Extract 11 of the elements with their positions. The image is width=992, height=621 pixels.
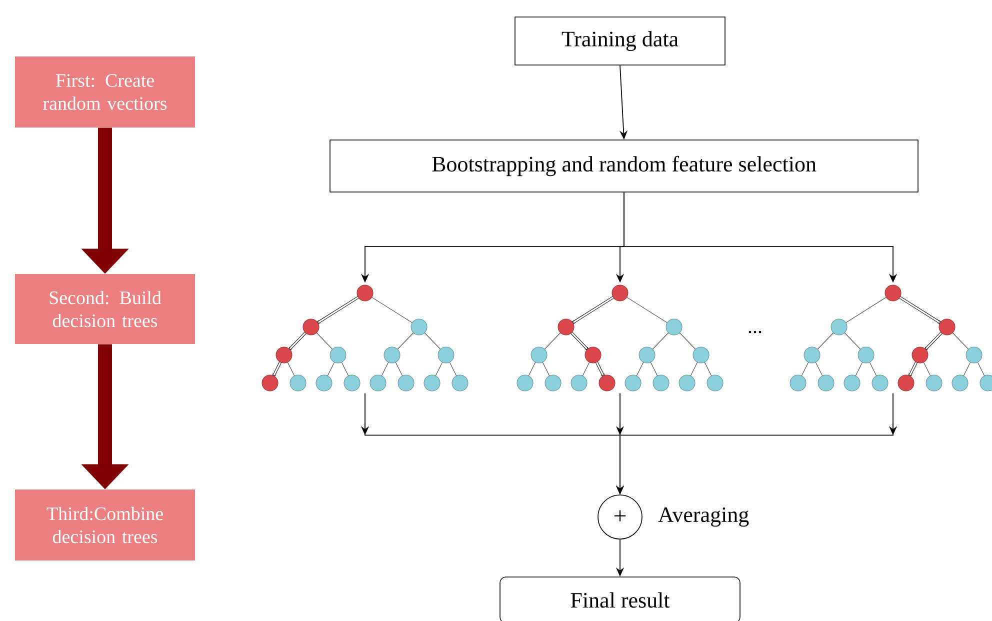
result-box: Final result — [500, 576, 740, 621]
step-box: Second: Build decision trees — [15, 274, 195, 344]
process-box: Bootstrapping and random feature selection — [330, 140, 918, 192]
tree-drawing — [516, 284, 724, 392]
step-box: First: Create random vectiors — [15, 56, 195, 128]
beside-label: Averaging — [658, 507, 749, 527]
step-box: Third:Combine decision trees — [15, 490, 195, 560]
tree-drawing — [790, 284, 992, 392]
ellipsis-label: ... — [748, 330, 762, 334]
process-box: Training data — [514, 16, 726, 66]
tree-drawing — [262, 284, 468, 392]
